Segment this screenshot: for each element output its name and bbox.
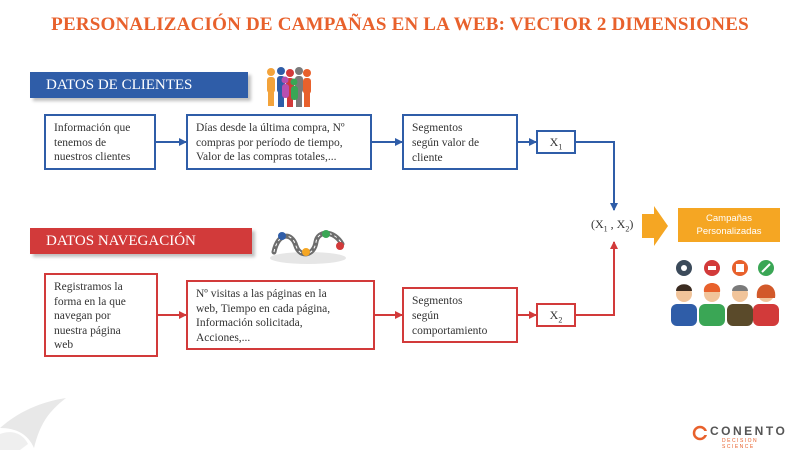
result-arrow	[642, 206, 668, 246]
brand-tagline: DECISION SCIENCE	[722, 438, 759, 450]
brand-name: CONENTO	[710, 424, 788, 438]
banner-datos-clientes: DATOS DE CLIENTES	[30, 72, 248, 98]
combined-vector: (X1 , X2)	[591, 217, 634, 234]
box-navigation-record: Registramos la forma en la que navegan p…	[44, 273, 158, 357]
box-navigation-segments: Segmentos según comportamiento	[402, 287, 518, 343]
brand-logo: CONENTO DECISION SCIENCE	[692, 424, 792, 450]
box-x1: X1	[536, 130, 576, 154]
ad-bubble-icon	[676, 260, 774, 276]
personalized-customers-illustration	[671, 260, 779, 326]
box-customer-segments: Segmentos según valor de cliente	[402, 114, 518, 170]
banner-datos-navegacion: DATOS NAVEGACIÓN ONLINE	[30, 228, 252, 275]
box-customer-variables: Días desde la última compra, Nº compras …	[186, 114, 372, 170]
box-personalized-campaigns: Campañas Personalizadas	[678, 208, 780, 242]
box-x2: X2	[536, 303, 576, 327]
customer-avatars	[671, 283, 779, 326]
arrow-x2-to-vector	[576, 241, 618, 316]
logo-watermark-icon	[0, 398, 66, 450]
navigation-road-icon	[270, 230, 346, 264]
conento-logo-icon	[692, 425, 708, 441]
people-crowd-icon	[267, 67, 311, 107]
box-navigation-variables: Nº visitas a las páginas en la web, Tiem…	[186, 280, 375, 350]
box-customer-info: Información que tenemos de nuestros clie…	[44, 114, 156, 170]
page-title: PERSONALIZACIÓN DE CAMPAÑAS EN LA WEB: V…	[51, 14, 749, 35]
arrow-x1-to-vector	[576, 141, 618, 211]
